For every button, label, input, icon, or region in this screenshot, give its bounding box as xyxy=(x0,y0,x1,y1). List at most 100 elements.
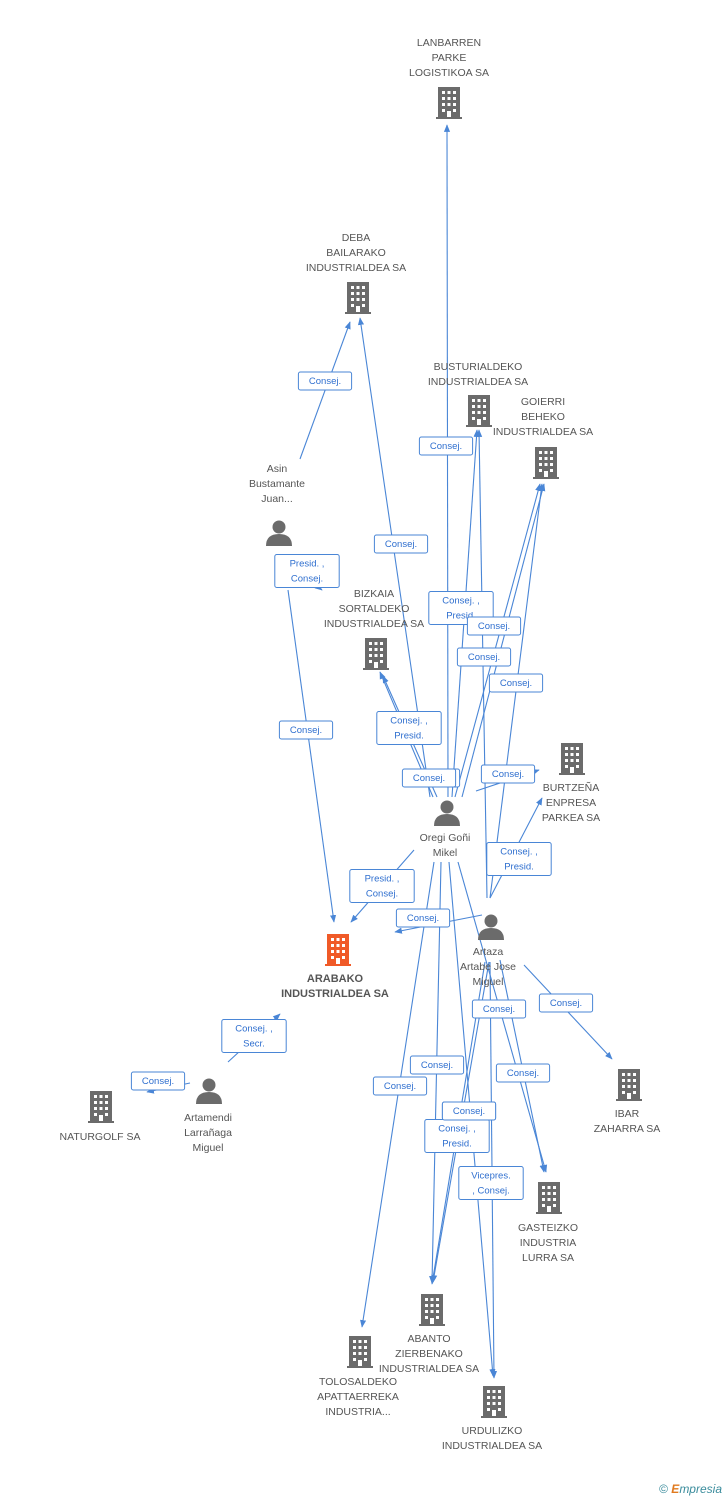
edge-label-badge[interactable]: Presid. ,Consej. xyxy=(274,554,340,588)
edge-label-text: Consej. xyxy=(483,1004,515,1015)
edge-label-text: Consej. , xyxy=(442,596,480,607)
edge-label-text: Consej. , xyxy=(235,1024,273,1035)
edge-asin-to-arabako xyxy=(287,589,337,923)
node-label: Artabe Jose xyxy=(460,961,516,973)
node-label: PARKEA SA xyxy=(542,812,600,824)
copyright-mark: © Empresia xyxy=(659,1482,722,1496)
edge-label-badge[interactable]: Consej. , Presid. xyxy=(428,591,494,625)
node-label: INDUSTRIA... xyxy=(325,1406,390,1418)
edge-label-text: Consej. xyxy=(290,725,322,736)
node-busturialdeko[interactable]: BUSTURIALDEKO INDUSTRIALDEA SA xyxy=(428,361,528,427)
edge-label-badge[interactable]: Consej. xyxy=(297,371,353,391)
edge-label-text: Presid. xyxy=(442,1139,472,1150)
edge-label-badge[interactable]: Consej. xyxy=(418,436,474,456)
edge-label-badge[interactable]: Consej. , Secr. xyxy=(221,1019,287,1053)
node-deba[interactable]: DEBA BAILARAKO INDUSTRIALDEA SA xyxy=(306,232,406,314)
node-tolosaldeko[interactable]: TOLOSALDEKO APATTAERREKA INDUSTRIA... xyxy=(317,1336,399,1418)
edge-label-badge[interactable]: Consej. , Presid. xyxy=(424,1119,490,1153)
edge-label-badge[interactable]: Consej. xyxy=(488,673,544,693)
edge-oregi-to-lanbarren xyxy=(443,124,451,798)
node-label: Miguel xyxy=(473,976,504,988)
node-label: INDUSTRIALDEA SA xyxy=(379,1363,479,1375)
edge-label-badge[interactable]: Presid. ,Consej. xyxy=(349,869,415,903)
edge-label-badge[interactable]: Consej. xyxy=(401,768,457,788)
edge-label-badge[interactable]: Consej. ,Presid. xyxy=(376,711,442,745)
edge-label-badge[interactable]: Consej. xyxy=(373,534,429,554)
building-icon xyxy=(363,638,389,670)
edge-label-text: Consej. xyxy=(430,441,462,452)
node-label: IBAR xyxy=(615,1108,640,1120)
edge-label-text: Consej. xyxy=(492,769,524,780)
edge-label-text: Vicepres. xyxy=(471,1171,510,1182)
edge-label-badge[interactable]: Vicepres. , Consej. xyxy=(458,1166,524,1200)
node-label: BURTZEÑA xyxy=(543,781,599,794)
node-label: DEBA xyxy=(342,232,371,244)
edge-label-text: Presid. xyxy=(504,862,534,873)
edge-label-text: Consej. xyxy=(468,652,500,663)
edge-label-badge[interactable]: Consej. xyxy=(495,1063,551,1083)
edge-label-badge[interactable]: Consej. xyxy=(130,1071,186,1091)
node-label: BEHEKO xyxy=(521,411,565,423)
edge-label-text: Secr. xyxy=(243,1039,265,1050)
node-label: TOLOSALDEKO xyxy=(319,1376,397,1388)
edge-label-badge[interactable]: Consej. xyxy=(441,1101,497,1121)
node-label: ARABAKO xyxy=(307,973,364,985)
edge-label-badge[interactable]: Consej. xyxy=(471,999,527,1019)
person-icon xyxy=(478,914,504,940)
node-label: INDUSTRIALDEA SA xyxy=(306,262,406,274)
building-icon xyxy=(436,87,462,119)
edge-oregi-to-goierri xyxy=(454,483,542,798)
node-label: LOGISTIKOA SA xyxy=(409,67,489,79)
edge-label-badge[interactable]: Consej. xyxy=(456,647,512,667)
node-label: Bustamante xyxy=(249,478,305,490)
node-label: INDUSTRIA xyxy=(520,1237,577,1249)
edge-label-badge[interactable]: Consej. xyxy=(278,720,334,740)
brand-name: mpresia xyxy=(679,1482,722,1496)
edge-label-badge[interactable]: Consej. , Presid. xyxy=(486,842,552,876)
edge-label-text: Consej. , xyxy=(438,1124,476,1135)
node-label: URDULIZKO xyxy=(462,1425,523,1437)
node-label: BUSTURIALDEKO xyxy=(434,361,523,373)
brand-initial: E xyxy=(671,1482,680,1496)
node-label: APATTAERREKA xyxy=(317,1391,399,1403)
node-label: Larrañaga xyxy=(184,1127,232,1139)
node-label: INDUSTRIALDEA SA xyxy=(428,376,528,388)
edge-label-text: Consej. xyxy=(309,376,341,387)
node-label: INDUSTRIALDEA SA xyxy=(281,988,389,1000)
edge-label-badge[interactable]: Consej. xyxy=(466,616,522,636)
edge-label-badge[interactable]: Consej. xyxy=(395,908,451,928)
node-naturgolf[interactable]: NATURGOLF SA xyxy=(60,1091,141,1143)
node-label: Artaza xyxy=(473,946,504,958)
edge-label-text: Presid. xyxy=(446,611,476,622)
edge-label-text: Consej. xyxy=(478,621,510,632)
edge-label-text: Consej. , xyxy=(500,847,538,858)
edge-label-text: Consej. xyxy=(453,1106,485,1117)
building-icon xyxy=(345,282,371,314)
node-label: BAILARAKO xyxy=(326,247,386,259)
node-label: NATURGOLF SA xyxy=(60,1131,141,1143)
edge-label-badge[interactable]: Consej. xyxy=(480,764,536,784)
edge-label-badge[interactable]: Consej. xyxy=(409,1055,465,1075)
edge-label-text: Consej. xyxy=(366,889,398,900)
building-icon xyxy=(347,1336,373,1368)
edge-label-text: Consej. xyxy=(385,539,417,550)
edge-label-badge[interactable]: Consej. xyxy=(372,1076,428,1096)
node-asin[interactable]: AsinBustamanteJuan... xyxy=(249,463,305,546)
edge-label-text: Consej. xyxy=(407,913,439,924)
edge-label-text: , Consej. xyxy=(472,1186,510,1197)
building-icon xyxy=(533,447,559,479)
node-arabako[interactable]: ARABAKO INDUSTRIALDEA SA xyxy=(281,934,389,1000)
person-icon xyxy=(266,520,292,546)
edge-label-badge[interactable]: Consej. xyxy=(538,993,594,1013)
